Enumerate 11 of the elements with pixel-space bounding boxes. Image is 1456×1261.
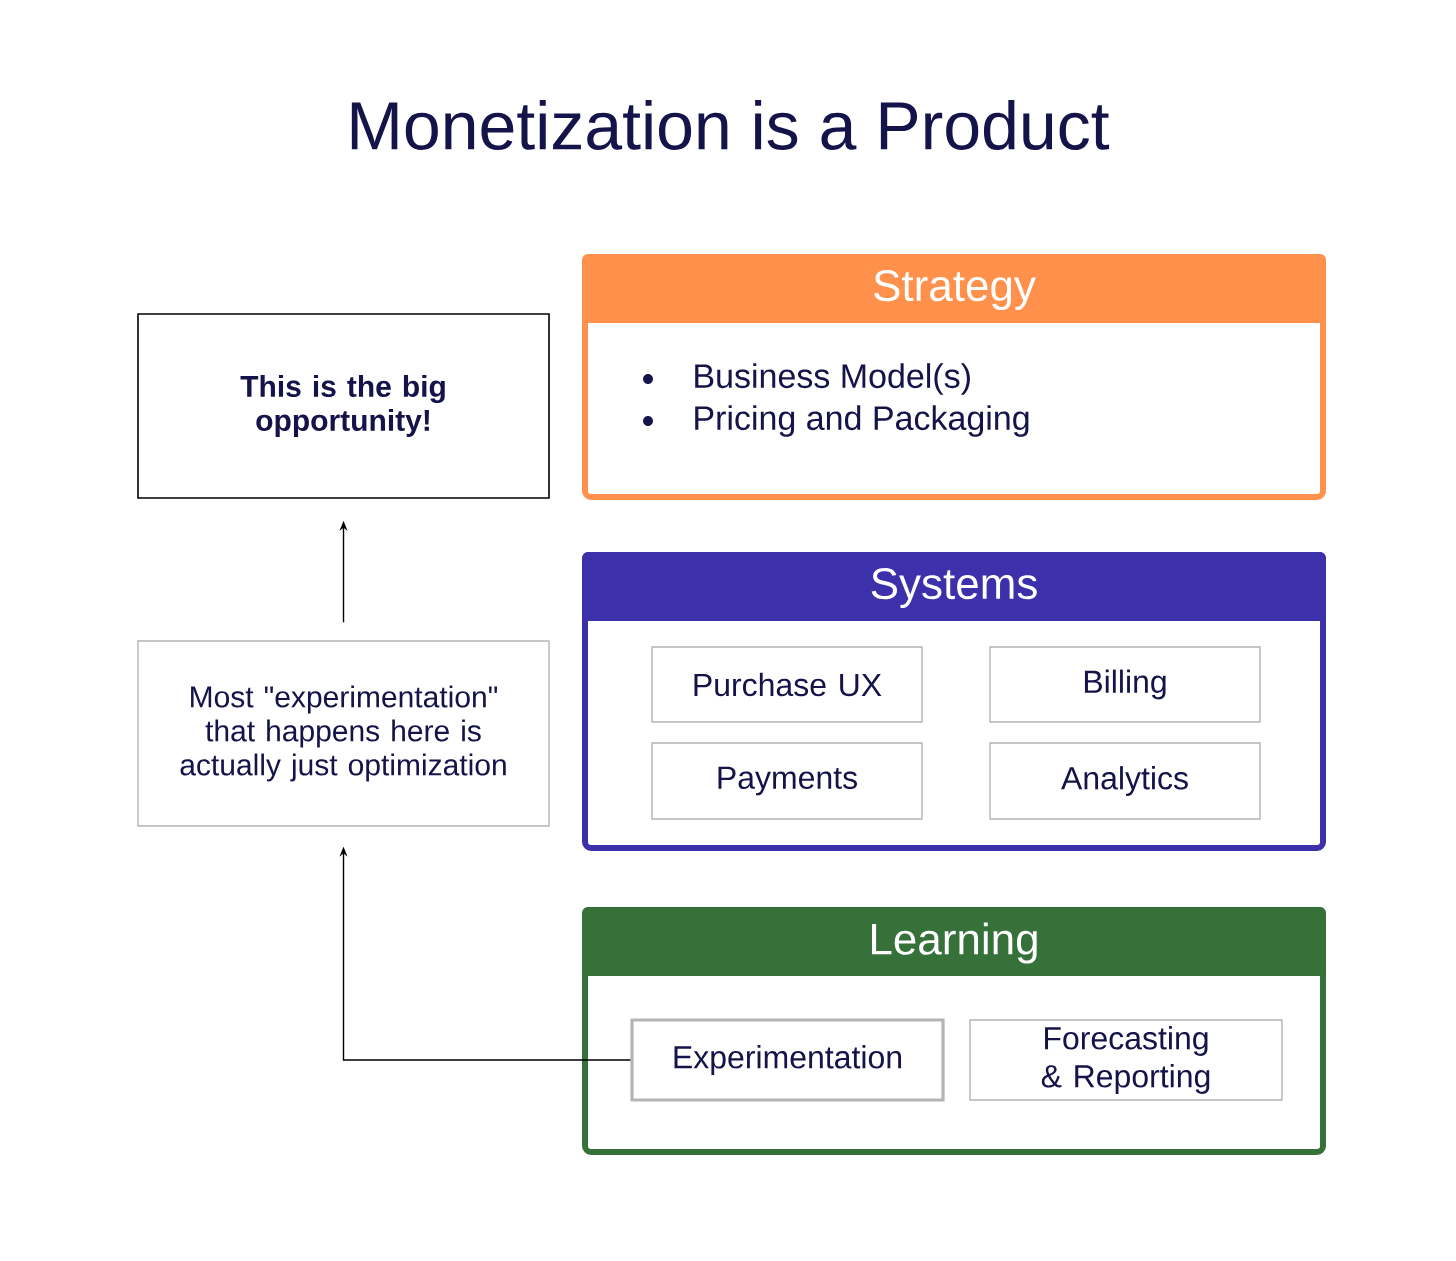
item-box: Forecasting & Reporting — [969, 1019, 1283, 1101]
item-box: Payments — [651, 742, 923, 820]
note-box: Most "experimentation" that happens here is actually just optimization — [137, 640, 550, 827]
item-box: Billing — [989, 646, 1261, 723]
bullet-item: Business Model(s) — [643, 363, 970, 395]
note-box: This is the big opportunity! — [137, 313, 550, 499]
item-box: Purchase UX — [651, 646, 923, 723]
title: Monetization is a Product — [351, 100, 1110, 150]
bullet-item: Pricing and Packaging — [643, 405, 1029, 437]
item-box: Analytics — [989, 742, 1261, 820]
item-box: Experimentation — [630, 1018, 945, 1102]
